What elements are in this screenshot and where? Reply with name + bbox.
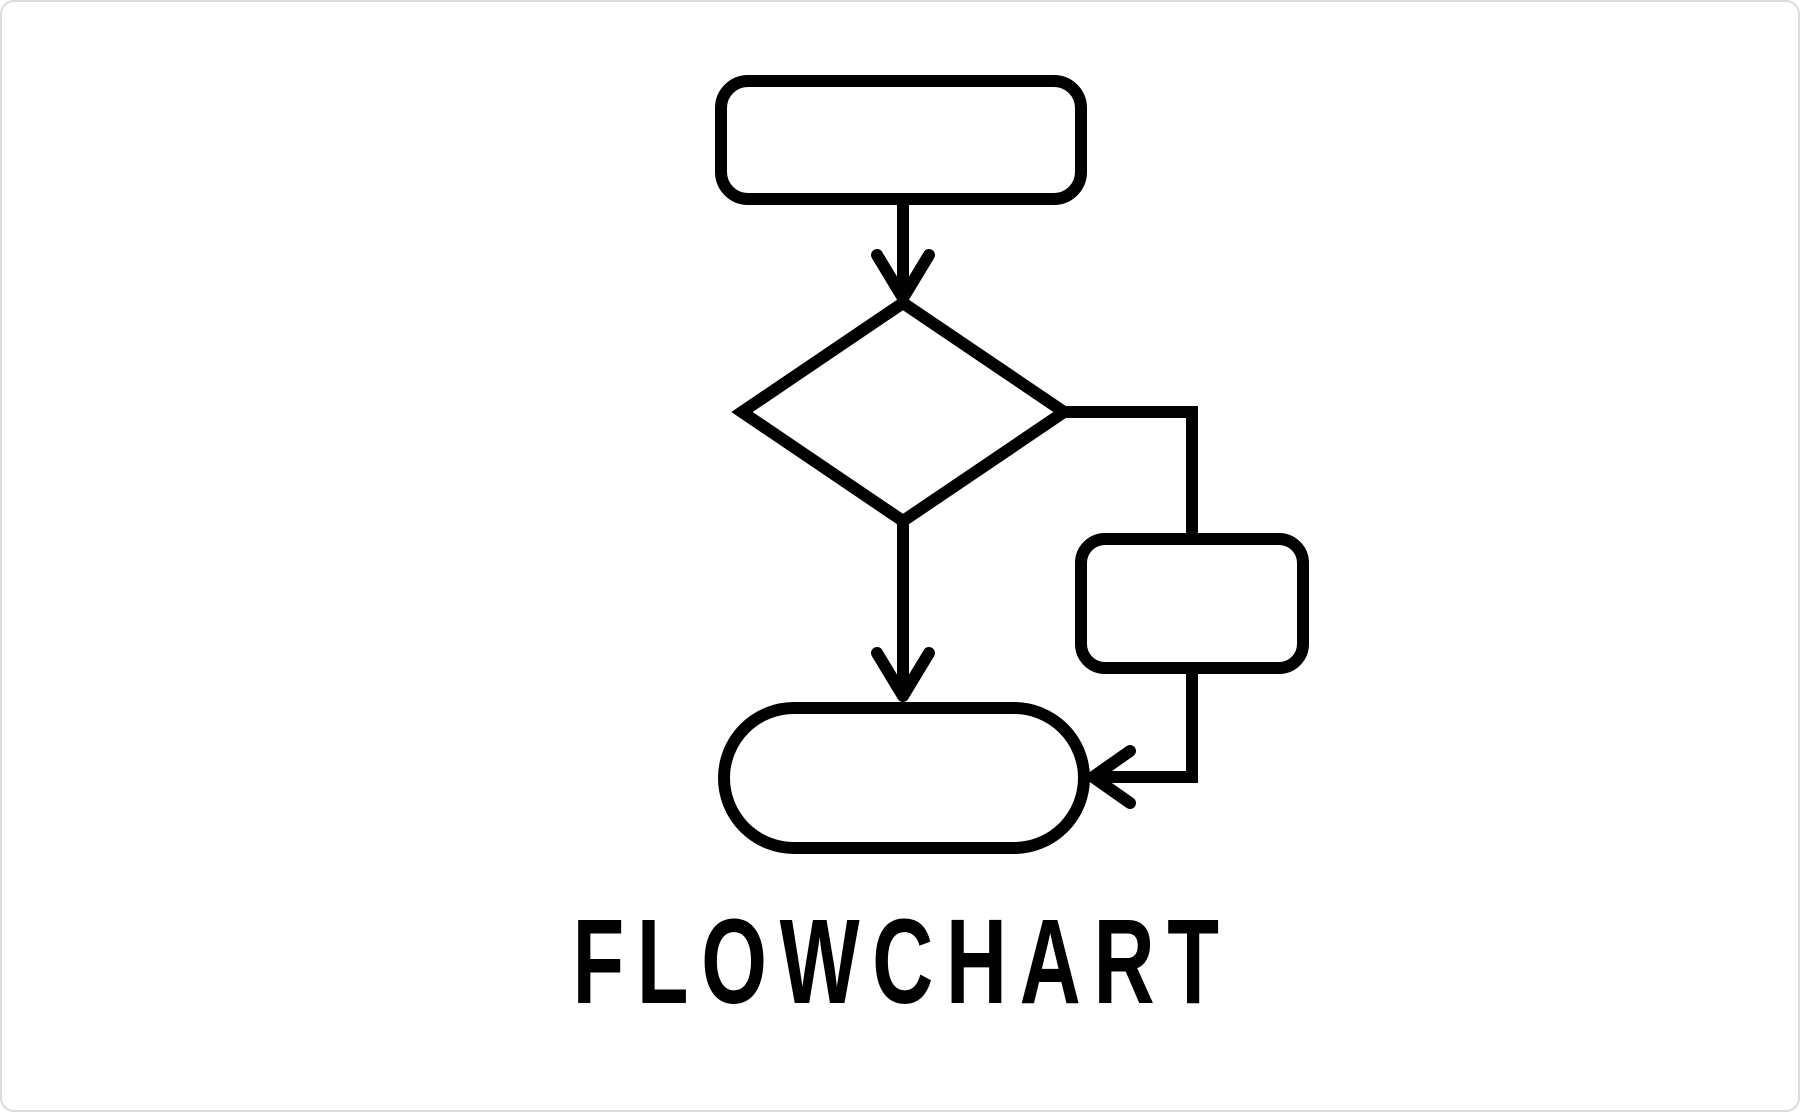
flowchart-label: FLOWCHART: [272, 889, 1532, 1034]
start-node: [721, 81, 1081, 199]
decision-node: [742, 303, 1064, 521]
edge-decision-to-process: [1064, 412, 1192, 547]
flowchart-shapes: [721, 81, 1303, 848]
process-node: [1081, 539, 1303, 668]
end-node: [724, 708, 1084, 848]
